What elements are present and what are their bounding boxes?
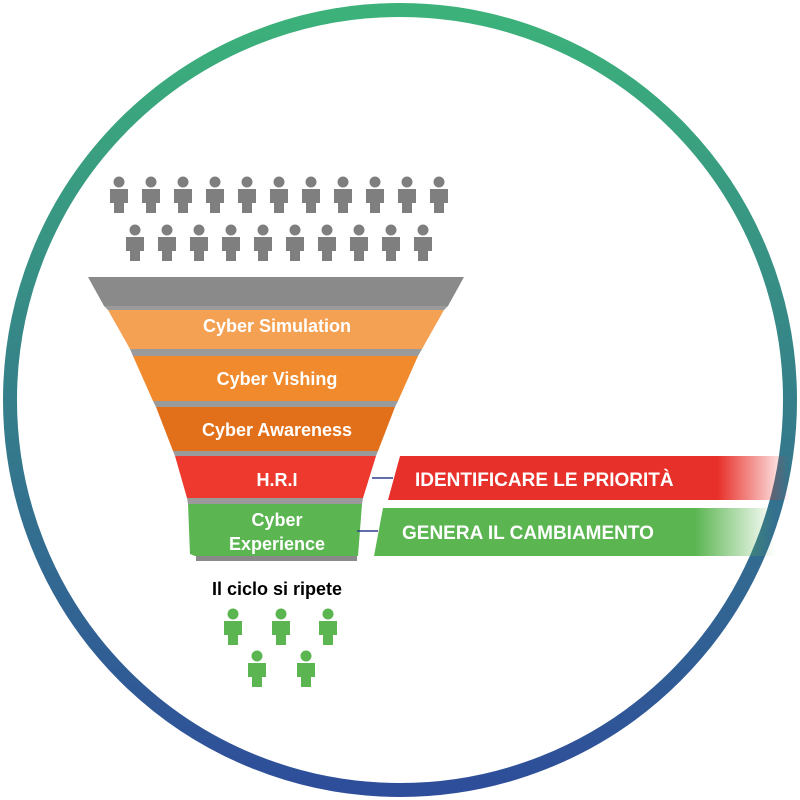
stage-label-hri: H.R.I: [256, 470, 297, 490]
person-icon: [248, 650, 266, 687]
funnel-stage-cyber-experience: [188, 504, 362, 556]
person-icon: [286, 224, 304, 261]
person-icon: [398, 176, 416, 213]
funnel-separator: [104, 306, 448, 310]
funnel-stage-cyber-awareness: [156, 407, 395, 451]
person-icon: [302, 176, 320, 213]
person-icon: [222, 224, 240, 261]
input-crowd: [110, 176, 448, 261]
person-icon: [350, 224, 368, 261]
person-icon: [142, 176, 160, 213]
funnel-separator: [173, 451, 378, 456]
person-icon: [238, 176, 256, 213]
person-icon: [318, 224, 336, 261]
callout-text-change: GENERA IL CAMBIAMENTO: [402, 523, 654, 544]
stage-label-cyber-vishing: Cyber Vishing: [217, 369, 338, 389]
person-icon: [206, 176, 224, 213]
person-icon: [272, 608, 290, 645]
stage-label-cyber-simulation: Cyber Simulation: [203, 316, 351, 336]
person-icon: [224, 608, 242, 645]
callout-banner-priorities: [388, 456, 790, 500]
cycle-label: Il ciclo si ripete: [212, 579, 342, 599]
stage-label-cyber-experience-line1: Cyber: [251, 510, 302, 530]
person-icon: [110, 176, 128, 213]
funnel-stage-cyber-vishing: [133, 356, 418, 401]
funnel-rim: [88, 277, 464, 306]
person-icon: [254, 224, 272, 261]
stage-label-cyber-awareness: Cyber Awareness: [202, 420, 352, 440]
person-icon: [382, 224, 400, 261]
person-icon: [126, 224, 144, 261]
funnel-stage-cyber-simulation: [108, 310, 444, 349]
outer-ring: [3, 3, 797, 797]
funnel-separator: [130, 349, 422, 356]
person-icon: [430, 176, 448, 213]
callout-banner-change: [374, 508, 775, 556]
funnel-base: [196, 556, 357, 561]
person-icon: [158, 224, 176, 261]
person-icon: [319, 608, 337, 645]
person-icon: [366, 176, 384, 213]
person-icon: [270, 176, 288, 213]
stage-label-cyber-experience-line2: Experience: [229, 534, 325, 554]
person-icon: [414, 224, 432, 261]
output-crowd: [224, 608, 337, 687]
person-icon: [174, 176, 192, 213]
funnel-stage-hri: [175, 456, 376, 498]
person-icon: [297, 650, 315, 687]
funnel-separator: [153, 401, 398, 407]
callout-text-priorities: IDENTIFICARE LE PRIORITÀ: [415, 469, 674, 491]
funnel-separator: [187, 498, 363, 504]
person-icon: [190, 224, 208, 261]
person-icon: [334, 176, 352, 213]
